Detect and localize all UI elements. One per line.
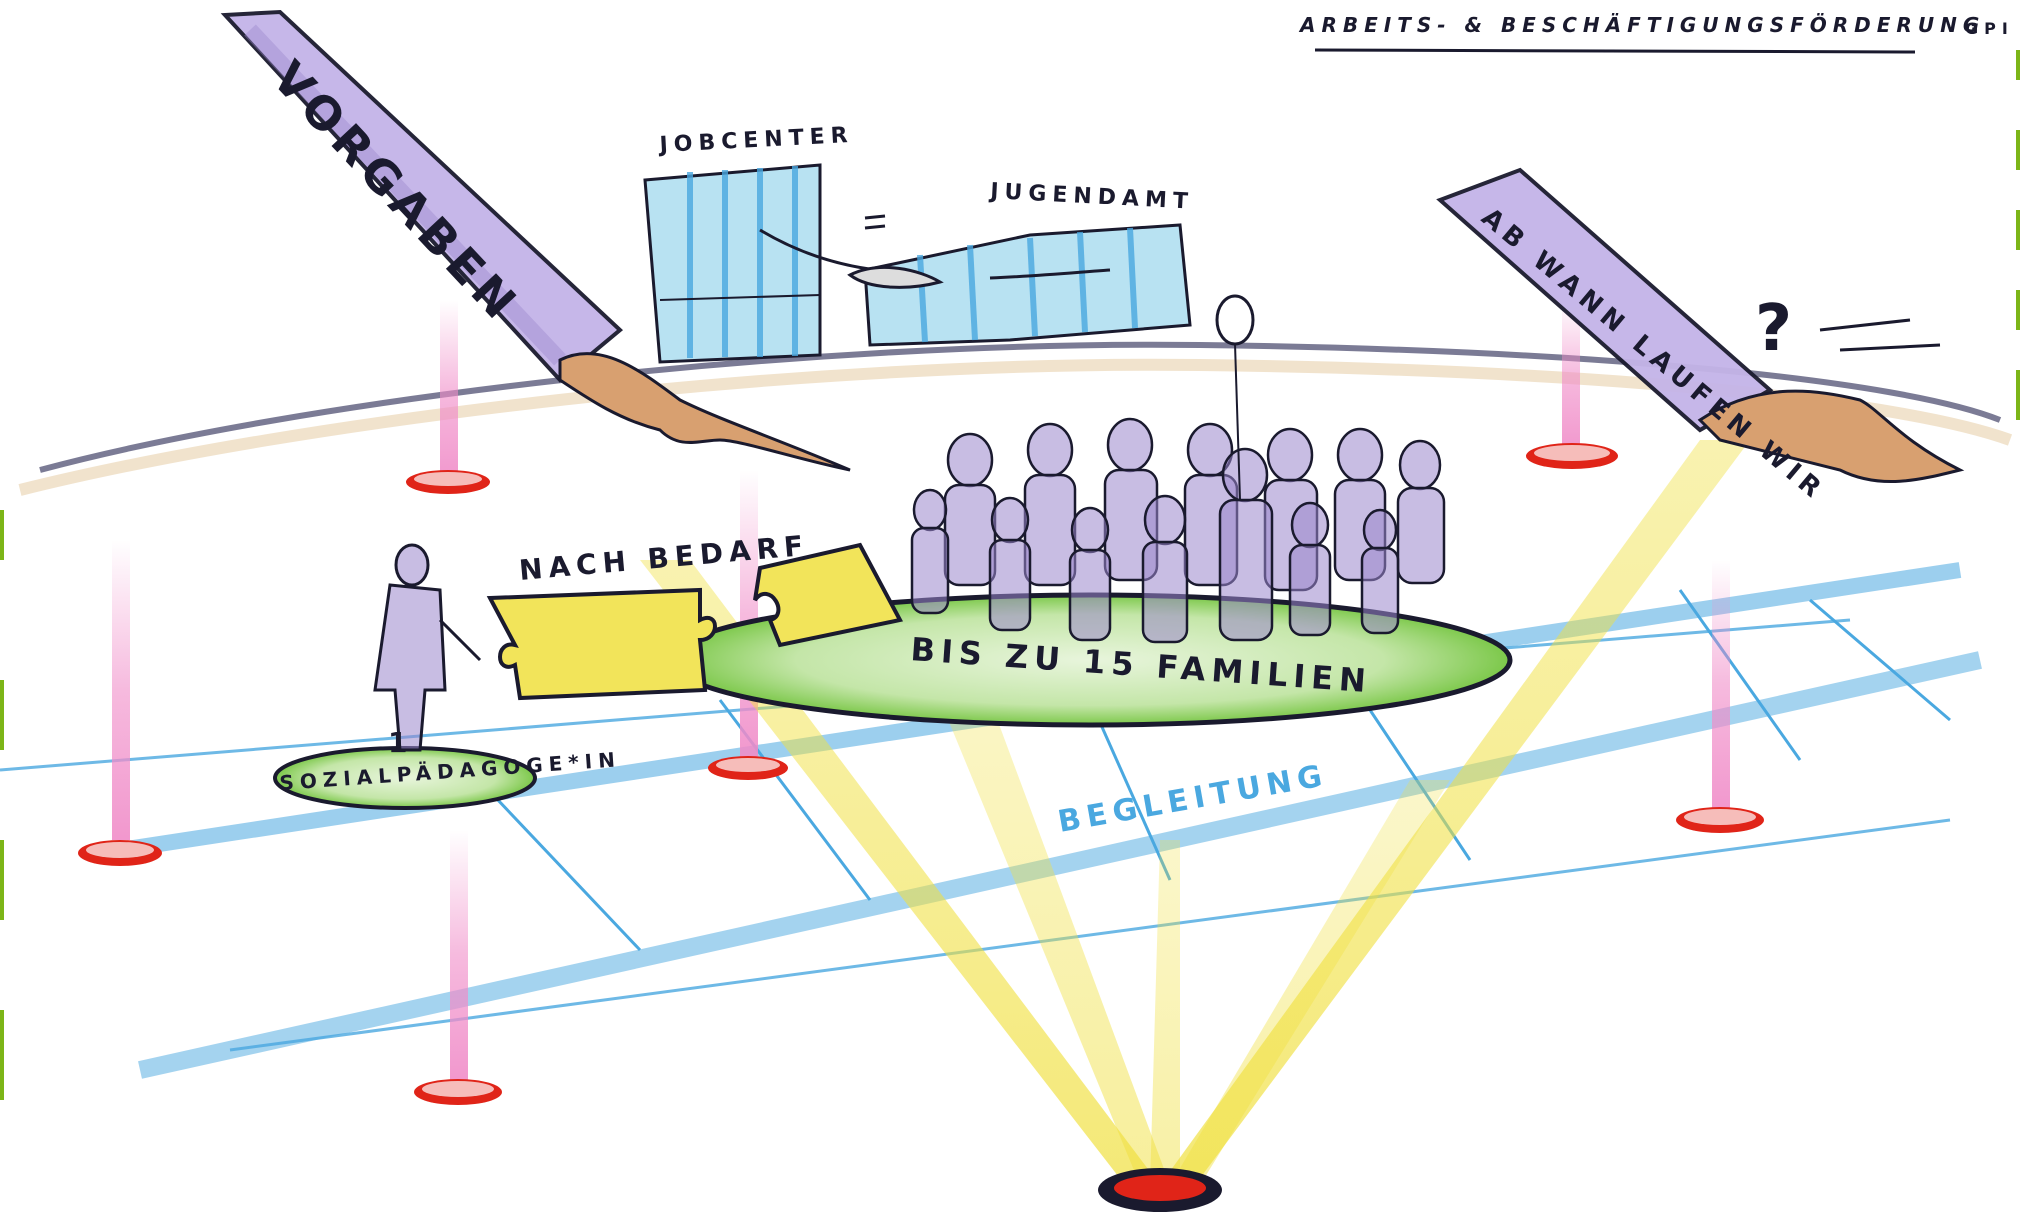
handshake-icon: [759, 214, 1111, 289]
left-arm-label: VORGABEN: [262, 51, 530, 333]
green-edge-marks: [0, 50, 2020, 1100]
pillar-1: [78, 540, 162, 866]
spotlight-beams: [640, 440, 1750, 1185]
pillar-5: [1526, 300, 1618, 469]
jobcenter-building: [643, 163, 822, 364]
header-underline: [1314, 48, 1916, 54]
jugendamt-label: JUGENDAMT: [988, 179, 1195, 215]
question-mark: ?: [1755, 292, 1798, 366]
jobcenter-label: JOBCENTER: [657, 123, 854, 158]
left-arm: [220, 9, 851, 472]
right-arm: [1436, 167, 1965, 484]
puzzle-piece-left: [486, 587, 717, 701]
motion-lines: [1819, 318, 1941, 352]
jugendamt-building: [863, 223, 1192, 347]
puzzle-piece-right: [753, 542, 904, 648]
crowd: [910, 417, 1446, 644]
balloon-icon: [1215, 294, 1255, 501]
pillar-2: [406, 300, 490, 494]
pillar-6: [1676, 560, 1764, 833]
spotlight-base: [1098, 1168, 1222, 1212]
pillars: [78, 300, 1764, 1105]
header-initials: GPI: [1965, 19, 2014, 38]
header-title: ARBEITS- & BESCHÄFTIGUNGSFÖRDERUNG: [1298, 13, 1985, 37]
social-worker-count: 1: [388, 726, 413, 759]
horizon-ellipse: [39, 341, 2002, 473]
social-worker-figure: [373, 543, 482, 752]
pillar-4: [414, 830, 502, 1105]
